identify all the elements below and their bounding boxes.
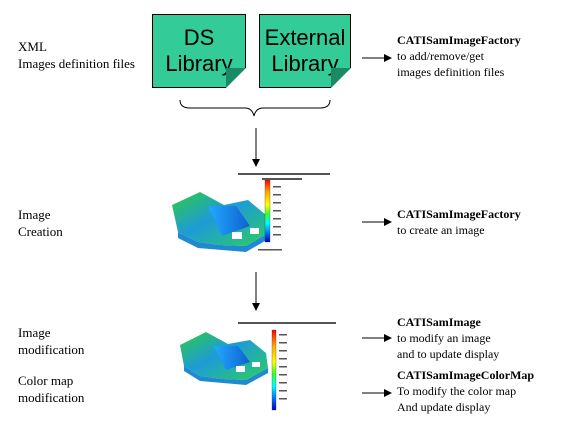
interface-desc-line: to add/remove/get	[397, 49, 484, 63]
stage3-interface-block-1: CATISamImage to modify an image and to u…	[397, 314, 499, 362]
interface-desc-line: to create an image	[397, 223, 485, 237]
xml-label-line: XML	[18, 39, 47, 54]
image-modification-line: Image	[18, 325, 51, 340]
xml-label: XML Images definition files	[18, 38, 135, 72]
page-fold-icon	[331, 68, 351, 88]
interface-desc-line: and to update display	[397, 347, 500, 361]
image-creation-thumbnail	[172, 173, 330, 252]
xml-label-line: Images definition files	[18, 56, 135, 71]
interface-name: CATISamImageColorMap	[397, 368, 535, 382]
image-modification-label: Image modification	[18, 324, 84, 358]
interface-desc-line: images definition files	[397, 65, 505, 79]
image-creation-line: Image	[18, 207, 51, 222]
stage1-interface-block: CATISamImageFactory to add/remove/get im…	[397, 32, 521, 80]
external-library-line: External	[264, 25, 346, 50]
colormap-modification-line: modification	[18, 390, 85, 405]
ds-library-line: DS	[183, 25, 215, 50]
interface-name: CATISamImageFactory	[397, 207, 521, 221]
interface-desc-line: to modify an image	[397, 331, 491, 345]
image-modification-line: modification	[18, 342, 85, 357]
image-modification-thumbnail	[180, 322, 336, 411]
external-library-line: Library	[271, 51, 339, 76]
image-creation-label: Image Creation	[18, 206, 63, 240]
interface-name: CATISamImage	[397, 315, 481, 329]
interface-desc-line: To modify the color map	[397, 384, 517, 398]
brace-icon	[179, 99, 331, 117]
ds-library-doc: DS Library	[152, 14, 246, 88]
colormap-modification-line: Color map	[18, 373, 74, 388]
stage3-interface-block-2: CATISamImageColorMap To modify the color…	[397, 367, 534, 415]
external-library-doc: External Library	[259, 14, 351, 88]
ds-library-line: Library	[165, 51, 233, 76]
stage2-interface-block: CATISamImageFactory to create an image	[397, 206, 521, 238]
interface-desc-line: And update display	[397, 400, 491, 414]
image-creation-line: Creation	[18, 224, 63, 239]
interface-name: CATISamImageFactory	[397, 33, 521, 47]
page-fold-icon	[226, 68, 246, 88]
colormap-modification-label: Color map modification	[18, 372, 84, 406]
